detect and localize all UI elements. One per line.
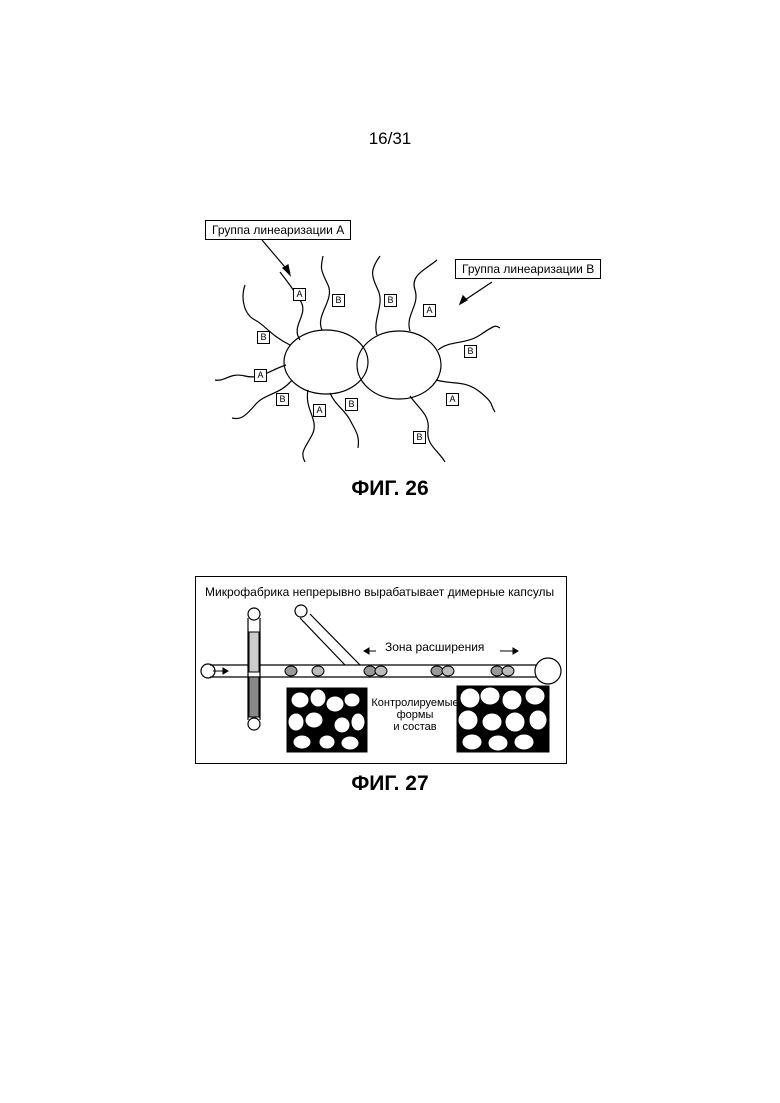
note-line-3: и состав bbox=[370, 721, 460, 733]
note-line-2: формы bbox=[370, 709, 460, 721]
inlet-port bbox=[201, 664, 215, 678]
outlet-chamber bbox=[535, 658, 561, 684]
expansion-zone-label: Зона расширения bbox=[382, 640, 487, 654]
stippled-fluid bbox=[249, 632, 259, 672]
note-line-1: Контролируемые bbox=[370, 697, 460, 709]
figure-27-caption: ФИГ. 27 bbox=[0, 772, 780, 796]
hatched-fluid bbox=[249, 677, 259, 717]
controlled-shapes-note: Контролируемые формы и состав bbox=[370, 697, 460, 733]
